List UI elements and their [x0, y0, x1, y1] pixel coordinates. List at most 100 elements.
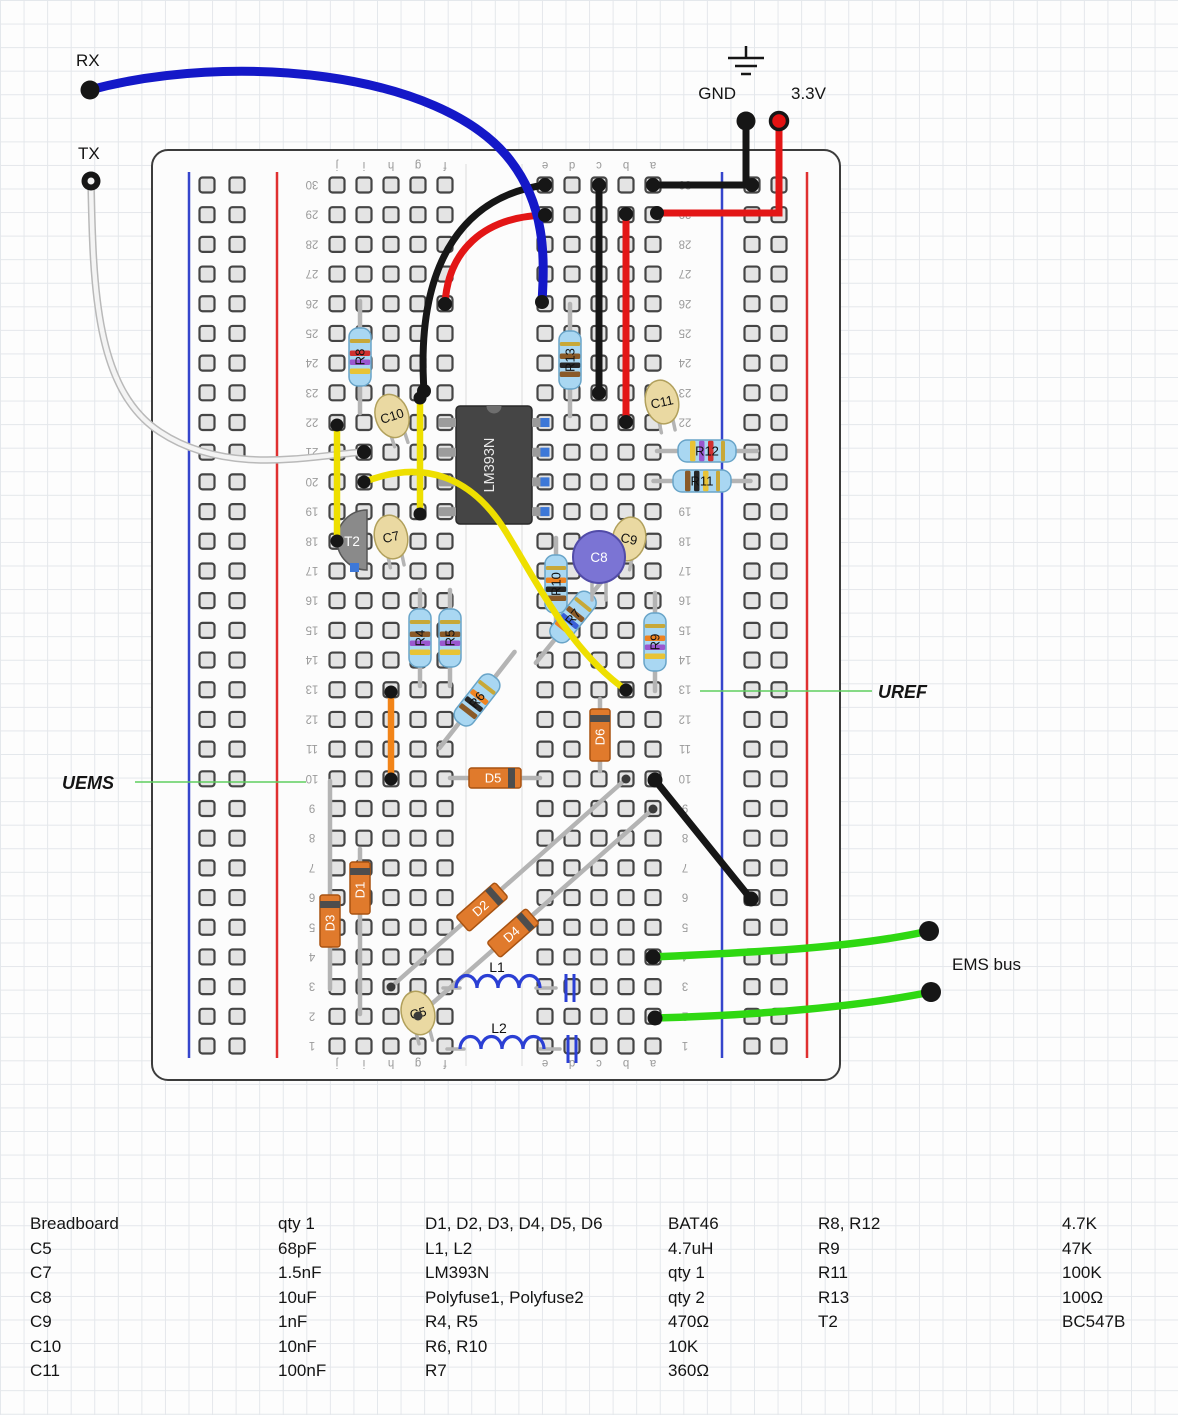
wire-red-curve[interactable]	[441, 211, 549, 308]
hole	[563, 859, 581, 877]
hole	[409, 235, 427, 253]
hole	[563, 770, 581, 788]
hole	[228, 384, 246, 402]
diode-d6[interactable]: D6	[589, 696, 611, 774]
capacitor-body[interactable]	[572, 530, 626, 584]
resistor-r9[interactable]: R9	[643, 590, 667, 694]
resistor-r4[interactable]: R4	[408, 587, 432, 689]
hole	[644, 829, 662, 847]
hole	[644, 354, 662, 372]
hole	[644, 888, 662, 907]
hole	[617, 1037, 635, 1055]
column-letter: a	[649, 1057, 656, 1069]
wire-ems-1[interactable]	[649, 927, 933, 961]
capacitor-c5[interactable]: C5	[396, 987, 441, 1046]
wire-black-diagonal[interactable]	[651, 776, 755, 903]
row-number: 1	[309, 1039, 315, 1051]
row-number: 17	[306, 564, 319, 576]
polyfuse2[interactable]	[566, 1035, 578, 1063]
hole	[770, 295, 788, 313]
hole	[436, 1007, 454, 1025]
hole	[355, 740, 373, 758]
uref-label: UREF	[878, 682, 928, 702]
hole	[536, 681, 554, 699]
row-number: 9	[309, 801, 315, 813]
hole	[563, 1007, 581, 1025]
hole	[382, 324, 400, 343]
column-letter: g	[415, 1057, 421, 1069]
part-name: Polyfuse1, Polyfuse2	[425, 1287, 584, 1307]
hole	[563, 829, 581, 847]
hole	[617, 888, 635, 907]
inductor-coil[interactable]	[458, 1034, 546, 1050]
hole	[743, 354, 761, 372]
inductor-l2[interactable]: L2	[445, 1020, 562, 1051]
wire-yellow-curve[interactable]	[360, 468, 630, 694]
hole	[382, 948, 400, 966]
wire-33v[interactable]	[656, 117, 783, 217]
diode-label: D1	[353, 882, 368, 899]
hole	[198, 681, 216, 699]
transistor-t2[interactable]: T2	[336, 509, 368, 572]
inductor-label: L1	[489, 959, 505, 975]
part-value: 4.7K	[1062, 1214, 1097, 1233]
hole	[198, 206, 216, 224]
hole	[770, 473, 788, 491]
part-name: C8	[30, 1287, 52, 1307]
resistor-r12[interactable]: R12	[654, 439, 760, 463]
hole	[536, 948, 554, 966]
column-letter: e	[542, 1057, 548, 1069]
resistor-r7[interactable]: R7	[527, 564, 618, 670]
ems-terminal-2[interactable]	[921, 982, 941, 1002]
diode-d1[interactable]: D1	[349, 846, 371, 1017]
hole	[382, 592, 400, 610]
resistor-label: R5	[443, 630, 458, 647]
hole	[328, 562, 346, 580]
resistor-r5[interactable]: R5	[438, 587, 462, 689]
hole	[198, 235, 216, 253]
diode-d5[interactable]: D5	[447, 767, 543, 789]
hole	[328, 740, 346, 758]
hole	[409, 206, 427, 224]
part-value: 360Ω	[668, 1361, 710, 1380]
wire-tx[interactable]	[88, 178, 367, 463]
resistor-r6[interactable]: R6	[431, 645, 523, 755]
inductor-label: L2	[491, 1020, 507, 1036]
capacitor-c7[interactable]: C7	[370, 512, 413, 570]
inductor-l1[interactable]: L1	[441, 959, 558, 990]
diode-d2[interactable]: D2	[388, 776, 629, 990]
33v-terminal[interactable]	[768, 110, 790, 132]
ems-terminal-1[interactable]	[919, 921, 939, 941]
wire-rx[interactable]	[85, 66, 548, 307]
capacitor-c11[interactable]: C11	[641, 377, 684, 435]
hole	[617, 621, 635, 639]
hole	[617, 978, 635, 996]
part-name: R4, R5	[425, 1312, 478, 1331]
column-letter: j	[336, 159, 340, 171]
hole	[328, 235, 346, 253]
gnd-terminal[interactable]	[736, 111, 756, 131]
hole	[743, 413, 761, 432]
column-letter: d	[569, 159, 575, 171]
resistor-r8[interactable]: R8	[348, 298, 372, 416]
rx-terminal[interactable]	[80, 80, 100, 100]
part-name: R13	[818, 1287, 850, 1307]
polyfuse1[interactable]	[564, 974, 576, 1002]
wire-black-curve[interactable]	[419, 181, 549, 395]
hole	[770, 384, 788, 402]
resistor-r13[interactable]: R13	[558, 301, 582, 419]
hole	[617, 799, 635, 818]
capacitor-c10[interactable]: C10	[370, 390, 417, 450]
hole	[198, 502, 216, 521]
row-number: 27	[306, 267, 319, 279]
hole	[563, 799, 581, 818]
hole	[617, 740, 635, 758]
inductor-coil[interactable]	[454, 973, 542, 989]
capacitor-c8[interactable]: C8	[572, 530, 626, 602]
resistor-r10[interactable]: R10	[544, 535, 568, 633]
wire-ems-2[interactable]	[651, 988, 935, 1022]
resistor-r11[interactable]: R11	[651, 469, 753, 493]
diode-d3[interactable]: D3	[319, 778, 341, 992]
